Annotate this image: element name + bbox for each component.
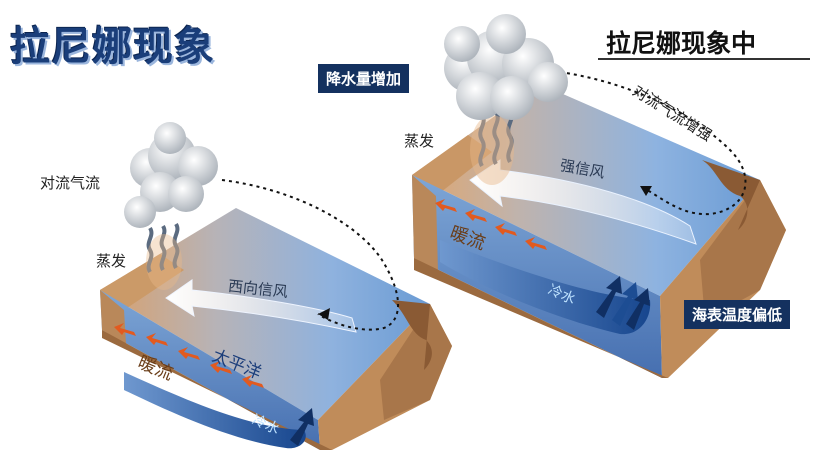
left-cloud	[124, 122, 218, 228]
right-cloud	[444, 14, 568, 120]
left-convection-label: 对流气流	[40, 174, 101, 192]
right-title-underline	[598, 58, 810, 60]
precipitation-label: 降水量增加	[318, 64, 410, 93]
left-ocean-block	[100, 179, 452, 450]
left-evaporation-label: 蒸发	[96, 252, 127, 270]
right-panel-title: 拉尼娜现象中	[606, 29, 757, 58]
main-title: 拉尼娜现象	[10, 24, 215, 70]
sea-temp-label: 海表温度偏低	[684, 300, 791, 329]
right-evaporation-label: 蒸发	[404, 132, 435, 150]
